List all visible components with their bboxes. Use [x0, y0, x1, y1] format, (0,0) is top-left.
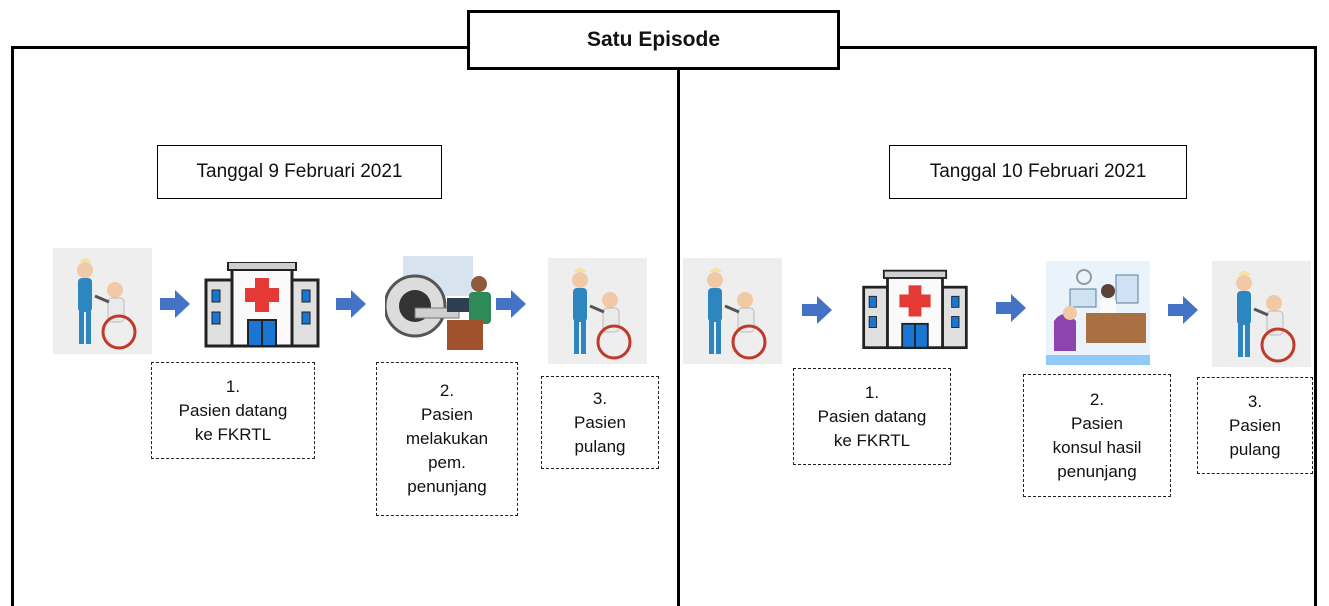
mri-scanner-icon: [385, 250, 497, 356]
episode-title: Satu Episode: [467, 10, 840, 70]
arrow-right-icon: [160, 290, 190, 318]
step-box: 1. Pasien datang ke FKRTL: [151, 362, 315, 459]
step-box: 2. Pasien konsul hasil penunjang: [1023, 374, 1171, 497]
wheelchair-patient-icon: [548, 258, 647, 364]
step-box: 1. Pasien datang ke FKRTL: [793, 368, 951, 465]
day-divider: [677, 46, 680, 606]
arrow-right-icon: [336, 290, 366, 318]
wheelchair-patient-icon: [1212, 261, 1311, 367]
wheelchair-patient-icon: [53, 248, 152, 354]
hospital-icon: [202, 262, 322, 350]
date-label-day1: Tanggal 9 Februari 2021: [157, 145, 442, 199]
arrow-right-icon: [1168, 296, 1198, 324]
arrow-right-icon: [996, 294, 1026, 322]
arrow-right-icon: [802, 296, 832, 324]
arrow-right-icon: [496, 290, 526, 318]
wheelchair-patient-icon: [683, 258, 782, 364]
step-box: 3. Pasien pulang: [1197, 377, 1313, 474]
step-box: 3. Pasien pulang: [541, 376, 659, 469]
date-label-day2: Tanggal 10 Februari 2021: [889, 145, 1187, 199]
doctor-consultation-icon: [1046, 261, 1150, 365]
step-box: 2. Pasien melakukan pem. penunjang: [376, 362, 518, 516]
hospital-icon: [860, 266, 970, 356]
